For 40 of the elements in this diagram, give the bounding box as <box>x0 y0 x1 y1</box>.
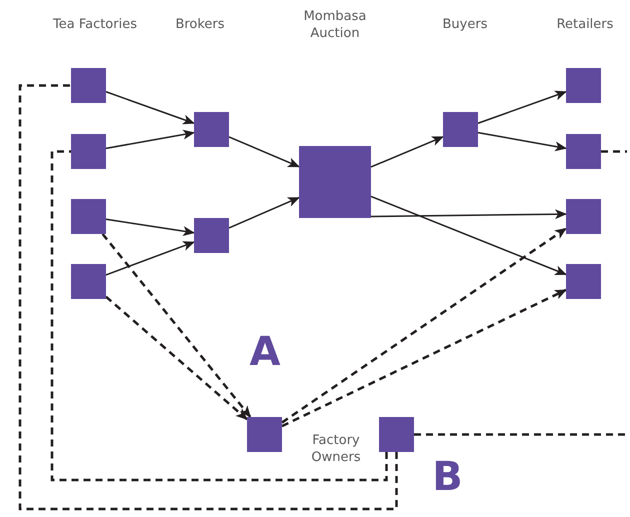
arrow <box>478 132 567 152</box>
arrow <box>370 136 444 168</box>
arrow <box>106 218 195 236</box>
arrow <box>106 130 195 150</box>
square-box <box>247 417 282 452</box>
column-label: Factory Owners <box>310 432 362 466</box>
arrow <box>106 91 195 124</box>
section-letter: A <box>248 330 282 374</box>
section-letter: B <box>431 455 464 499</box>
square-box <box>566 134 601 169</box>
square-box <box>566 68 601 103</box>
column-label: Tea Factories <box>52 16 138 33</box>
arrow <box>228 136 300 168</box>
arrow <box>370 196 567 276</box>
square-box <box>71 264 106 299</box>
arrow <box>105 296 248 420</box>
square-box <box>71 134 106 169</box>
arrow <box>281 288 567 428</box>
square-box <box>379 417 414 452</box>
arrow <box>478 90 567 124</box>
arrow <box>102 233 252 418</box>
square-box <box>194 218 229 253</box>
square-box <box>71 199 106 234</box>
connector-line <box>18 84 398 510</box>
column-label: Retailers <box>556 16 614 33</box>
connector-line <box>50 150 388 482</box>
arrow <box>228 196 300 229</box>
connector-line <box>601 150 627 153</box>
arrow <box>281 227 567 424</box>
square-box <box>71 68 106 103</box>
column-label: Mombasa Auction <box>302 8 368 42</box>
arrow <box>371 209 567 220</box>
column-label: Buyers <box>442 16 488 33</box>
arrow <box>106 241 195 276</box>
square-box <box>566 264 601 299</box>
square-box <box>194 112 229 147</box>
square-box <box>299 146 371 218</box>
column-label: Brokers <box>174 16 226 33</box>
square-box <box>443 112 478 147</box>
square-box <box>566 199 601 234</box>
